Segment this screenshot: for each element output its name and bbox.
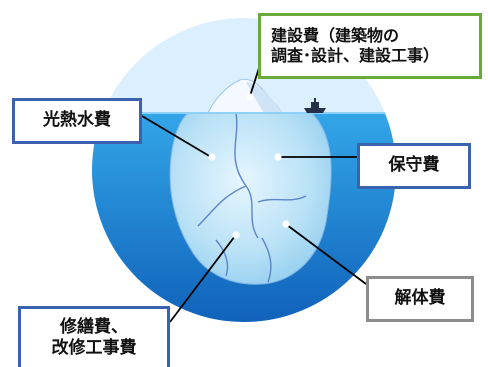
demolition-cost-label: 解体費	[366, 276, 474, 322]
pointer-dot-repair	[232, 231, 240, 239]
ice-crack	[261, 237, 272, 283]
ice-crack	[215, 239, 229, 277]
energy-cost-text: 光熱水費	[43, 110, 111, 131]
ice-crack	[257, 195, 307, 203]
pointer-dot-maintenance	[274, 153, 282, 161]
pointer-dot-energy	[208, 153, 216, 161]
pointer-line-demolition	[286, 224, 367, 285]
repair-cost-line1: 修繕費、	[60, 316, 128, 337]
pointer-line-repair	[169, 235, 236, 323]
iceberg-tip-shadow	[246, 82, 282, 113]
maintenance-cost-label: 保守費	[357, 143, 471, 189]
ice-crack	[197, 185, 247, 227]
energy-cost-label: 光熱水費	[12, 98, 142, 144]
demolition-cost-text: 解体費	[394, 288, 446, 309]
pointer-line-energy	[141, 115, 212, 158]
pointer-dot-construction	[246, 93, 254, 101]
repair-cost-line2: 改修工事費	[51, 338, 137, 358]
pointer-dot-demolition	[282, 220, 290, 228]
repair-cost-label: 修繕費、 改修工事費	[18, 306, 170, 367]
ship-icon	[304, 98, 326, 113]
construction-cost-line2: 調査･設計、建設工事）	[271, 46, 440, 65]
maintenance-cost-text: 保守費	[388, 155, 440, 176]
construction-cost-line1: 建設費（建築物の	[271, 26, 400, 45]
construction-cost-label: 建設費（建築物の 調査･設計、建設工事）	[258, 13, 482, 79]
